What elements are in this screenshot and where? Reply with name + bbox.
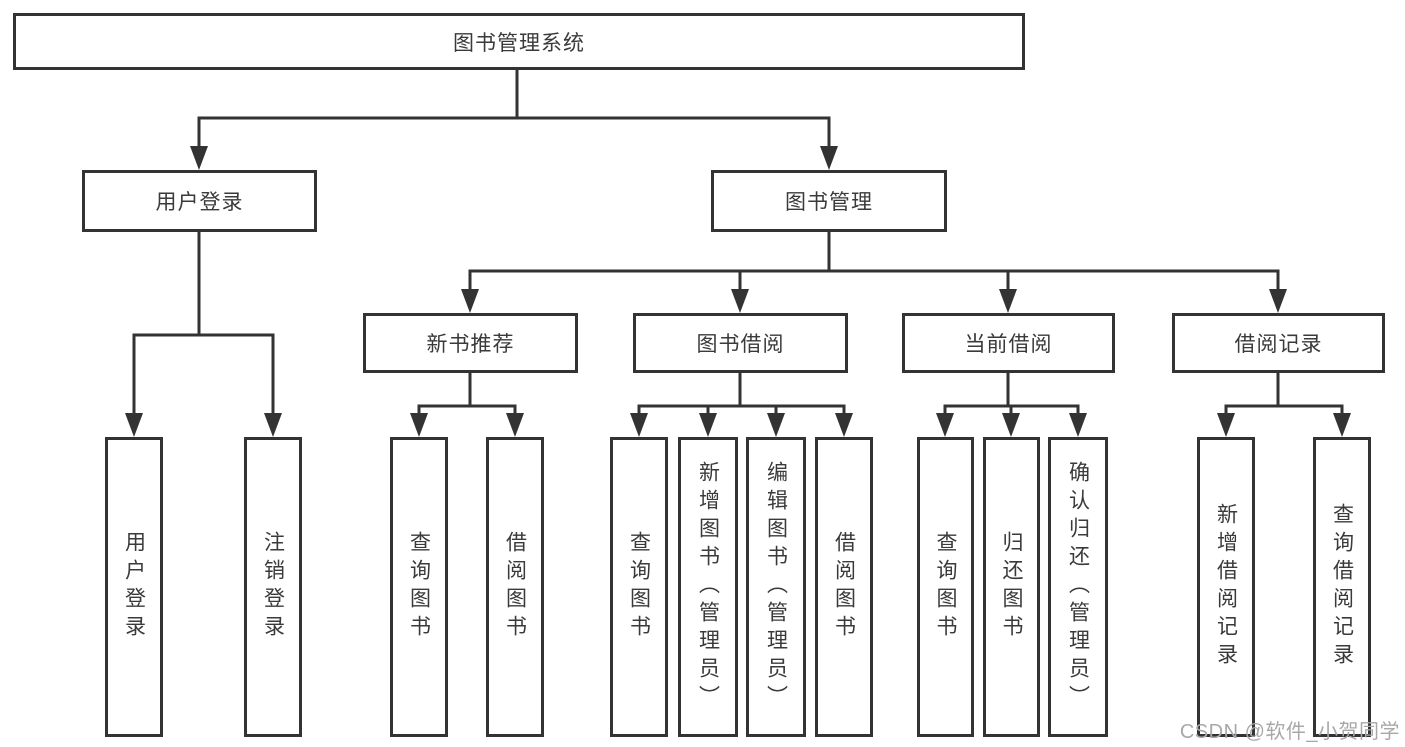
node-user-login-label: 用户登录: [155, 191, 244, 214]
node-new-books-label: 新书推荐: [426, 333, 515, 356]
arrow-down-icon: [1217, 413, 1235, 437]
leaf-logout-label: 注销登录: [261, 531, 285, 643]
leaf-new-books-borrow-label: 借阅图书: [503, 531, 527, 643]
node-book-management-label: 图书管理: [785, 191, 873, 214]
connector-user-login-to-leaves: [125, 232, 282, 437]
arrow-down-icon: [264, 413, 282, 437]
arrow-down-icon: [190, 146, 208, 170]
arrow-down-icon: [461, 289, 479, 313]
connector-borrowing-records-to-leaves: [1217, 373, 1351, 437]
node-borrowing-records-label: 借阅记录: [1234, 333, 1323, 356]
arrow-down-icon: [125, 413, 143, 437]
arrow-down-icon: [699, 413, 717, 437]
connector-book-management-to-level3: [461, 232, 1287, 313]
node-borrowing-records: 借阅记录: [1172, 313, 1385, 373]
leaf-borrowing-borrow: 借阅图书: [815, 437, 873, 737]
leaf-borrowing-search: 查询图书: [610, 437, 668, 737]
node-book-borrowing-label: 图书借阅: [696, 333, 785, 356]
leaf-borrowing-search-label: 查询图书: [627, 531, 651, 643]
arrow-down-icon: [506, 413, 524, 437]
arrow-down-icon: [999, 289, 1017, 313]
leaf-current-confirm-return-label: 确认归还（管理员）: [1066, 461, 1090, 713]
node-user-login: 用户登录: [82, 170, 317, 232]
arrow-down-icon: [1069, 413, 1087, 437]
arrow-down-icon: [767, 413, 785, 437]
arrow-down-icon: [835, 413, 853, 437]
leaf-current-return-label: 归还图书: [1000, 531, 1023, 643]
node-current-borrowing-label: 当前借阅: [964, 333, 1053, 356]
connector-current-borrowing-to-leaves: [936, 373, 1087, 437]
arrow-down-icon: [936, 413, 954, 437]
leaf-user-login-label: 用户登录: [122, 531, 146, 643]
leaf-new-books-borrow: 借阅图书: [486, 437, 544, 737]
node-new-books: 新书推荐: [363, 313, 578, 373]
arrow-down-icon: [410, 413, 428, 437]
leaf-new-books-search-label: 查询图书: [407, 531, 431, 643]
leaf-logout: 注销登录: [244, 437, 302, 737]
leaf-current-search-label: 查询图书: [934, 531, 957, 643]
node-root-label: 图书管理系统: [453, 31, 585, 55]
csdn-watermark: CSDN @软件_小贺同学: [1179, 721, 1400, 743]
leaf-records-search-label: 查询借阅记录: [1330, 503, 1354, 671]
leaf-records-search: 查询借阅记录: [1313, 437, 1371, 737]
connector-book-borrowing-to-leaves: [630, 373, 853, 437]
leaf-borrowing-add: 新增图书（管理员）: [678, 437, 738, 737]
leaf-user-login: 用户登录: [105, 437, 163, 737]
leaf-current-return: 归还图书: [983, 437, 1040, 737]
leaf-borrowing-edit: 编辑图书（管理员）: [746, 437, 806, 737]
leaf-current-search: 查询图书: [917, 437, 974, 737]
leaf-borrowing-borrow-label: 借阅图书: [832, 531, 856, 643]
node-root: 图书管理系统: [13, 13, 1025, 70]
arrow-down-icon: [630, 413, 648, 437]
leaf-records-add: 新增借阅记录: [1197, 437, 1255, 737]
connector-root-to-level2: [190, 70, 838, 170]
connector-new-books-to-leaves: [410, 373, 524, 437]
arrow-down-icon: [1269, 289, 1287, 313]
arrow-down-icon: [1333, 413, 1351, 437]
node-current-borrowing: 当前借阅: [902, 313, 1115, 373]
arrow-down-icon: [731, 289, 749, 313]
leaf-borrowing-edit-label: 编辑图书（管理员）: [764, 461, 788, 713]
node-book-management: 图书管理: [711, 170, 947, 232]
arrow-down-icon: [1002, 413, 1020, 437]
leaf-borrowing-add-label: 新增图书（管理员）: [696, 461, 720, 713]
leaf-new-books-search: 查询图书: [390, 437, 448, 737]
leaf-records-add-label: 新增借阅记录: [1214, 503, 1238, 671]
node-book-borrowing: 图书借阅: [633, 313, 848, 373]
arrow-down-icon: [820, 146, 838, 170]
leaf-current-confirm-return: 确认归还（管理员）: [1048, 437, 1108, 737]
